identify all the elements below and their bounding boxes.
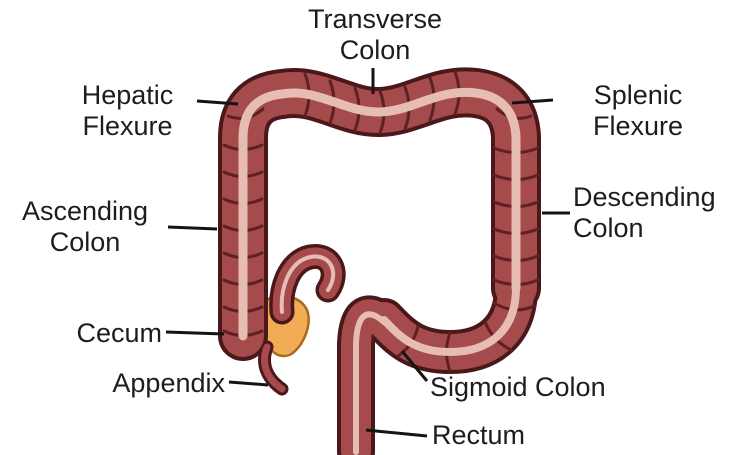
label-line: Rectum	[432, 420, 526, 450]
label-line: Transverse	[307, 4, 443, 34]
leader-line-appendix	[228, 380, 269, 387]
label-line: Hepatic	[81, 80, 174, 110]
terminal-ileum-body	[272, 247, 343, 321]
sigmoid-colon-stripe	[380, 284, 520, 356]
leader-line-splenic-flexure	[511, 98, 554, 105]
label-line: Flexure	[592, 111, 684, 141]
label-hepatic-flexure: Hepatic Flexure	[50, 80, 205, 142]
rectum-stripe	[353, 311, 387, 455]
label-sigmoid-colon: Sigmoid Colon	[430, 372, 650, 403]
label-line: Sigmoid Colon	[430, 372, 606, 402]
label-appendix: Appendix	[80, 368, 225, 399]
label-line: Splenic	[593, 80, 683, 110]
label-ascending-colon: Ascending Colon	[5, 196, 165, 258]
leader-lines	[165, 68, 570, 438]
colon-frame-stripe	[238, 87, 521, 341]
appendix-body	[261, 343, 286, 393]
label-line: Cecum	[76, 318, 162, 348]
label-cecum: Cecum	[40, 318, 162, 349]
leader-line-hepatic-flexure	[196, 99, 239, 106]
label-line: Colon	[339, 35, 411, 65]
label-line: Appendix	[112, 368, 225, 398]
terminal-ileum-stripe	[279, 254, 336, 314]
label-splenic-flexure: Splenic Flexure	[558, 80, 718, 142]
label-line: Ascending	[21, 196, 149, 226]
leader-line-ascending-colon	[167, 225, 218, 231]
leader-line-rectum	[365, 428, 428, 438]
label-descending-colon: Descending Colon	[573, 182, 748, 244]
label-transverse-colon: Transverse Colon	[280, 4, 470, 66]
haustra-creases	[222, 70, 540, 373]
label-line: Colon	[49, 227, 121, 257]
label-line: Colon	[573, 213, 644, 243]
leader-line-sigmoid-colon	[400, 350, 429, 382]
leader-line-cecum	[165, 330, 225, 336]
label-line: Flexure	[82, 111, 173, 141]
label-rectum: Rectum	[432, 420, 572, 451]
label-line: Descending	[573, 182, 716, 212]
